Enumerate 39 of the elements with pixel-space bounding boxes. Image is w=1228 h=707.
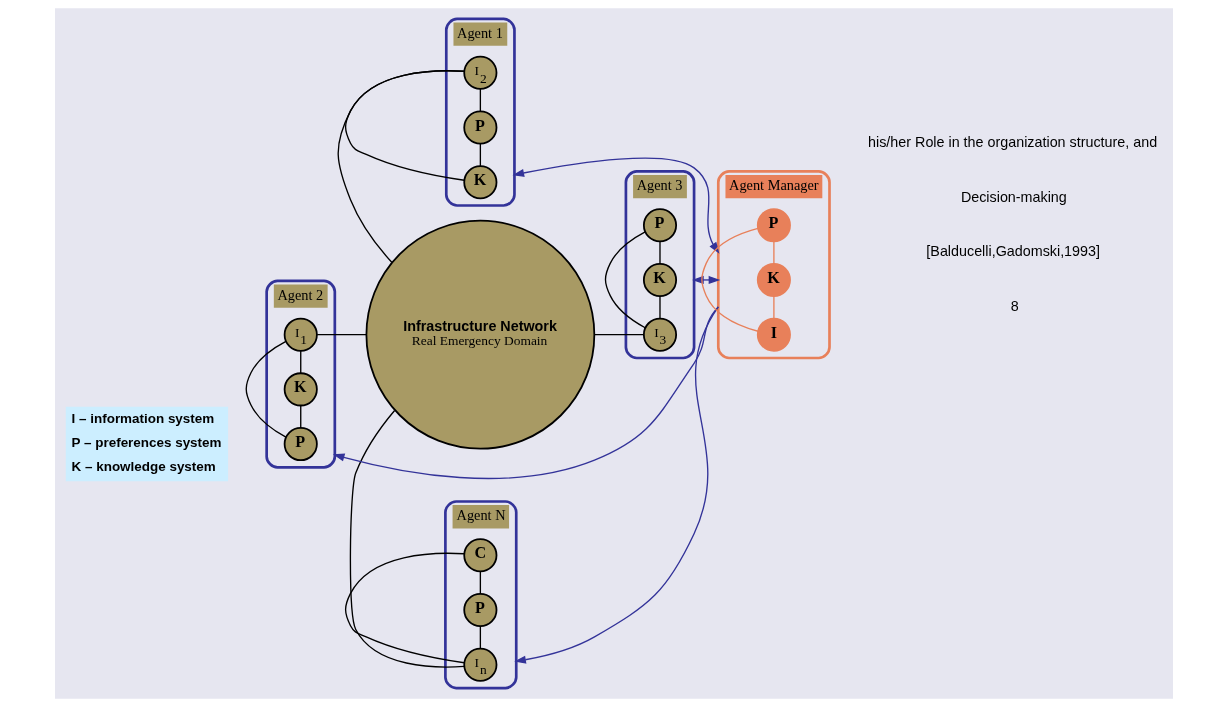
connector [349, 409, 465, 668]
connector [701, 227, 759, 332]
node-circle: P [283, 427, 318, 462]
label: Decision-making [960, 188, 1067, 205]
connector [604, 231, 646, 329]
connector [479, 88, 482, 112]
label: [Balducelli,Gadomski,1993] [926, 243, 1100, 260]
node-circle: Infrastructure Network Real Emergency Domain [365, 219, 596, 450]
node-circle: K [756, 262, 791, 297]
node-circle: P [463, 110, 498, 145]
connector [479, 570, 482, 595]
label: 8 [1010, 298, 1019, 315]
legend-label: P – preferences system [71, 434, 222, 450]
label: his/her Role in the organization structure, and [868, 134, 1158, 151]
node-circle: K [283, 372, 318, 407]
connector [479, 143, 482, 167]
legend-label: I – information system [71, 410, 215, 426]
connector [316, 334, 367, 336]
connector [659, 240, 661, 265]
connector [300, 404, 302, 429]
node-circle: K [642, 262, 678, 297]
connector [773, 295, 775, 320]
node-circle: K [463, 165, 498, 200]
connector [479, 625, 482, 650]
connector [300, 350, 302, 374]
node-circle: P [756, 208, 791, 243]
connector [593, 334, 645, 336]
node-circle: C [463, 538, 498, 573]
node-circle: P [642, 208, 678, 243]
arrow [512, 157, 720, 254]
connector [773, 240, 775, 265]
connector [337, 70, 465, 263]
node-circle: I [756, 317, 791, 352]
node-circle: P [463, 592, 498, 628]
connector [659, 295, 661, 320]
connector [245, 340, 287, 438]
connector [344, 552, 465, 664]
legend-label: K – knowledge system [71, 458, 216, 474]
arrow [514, 306, 719, 664]
